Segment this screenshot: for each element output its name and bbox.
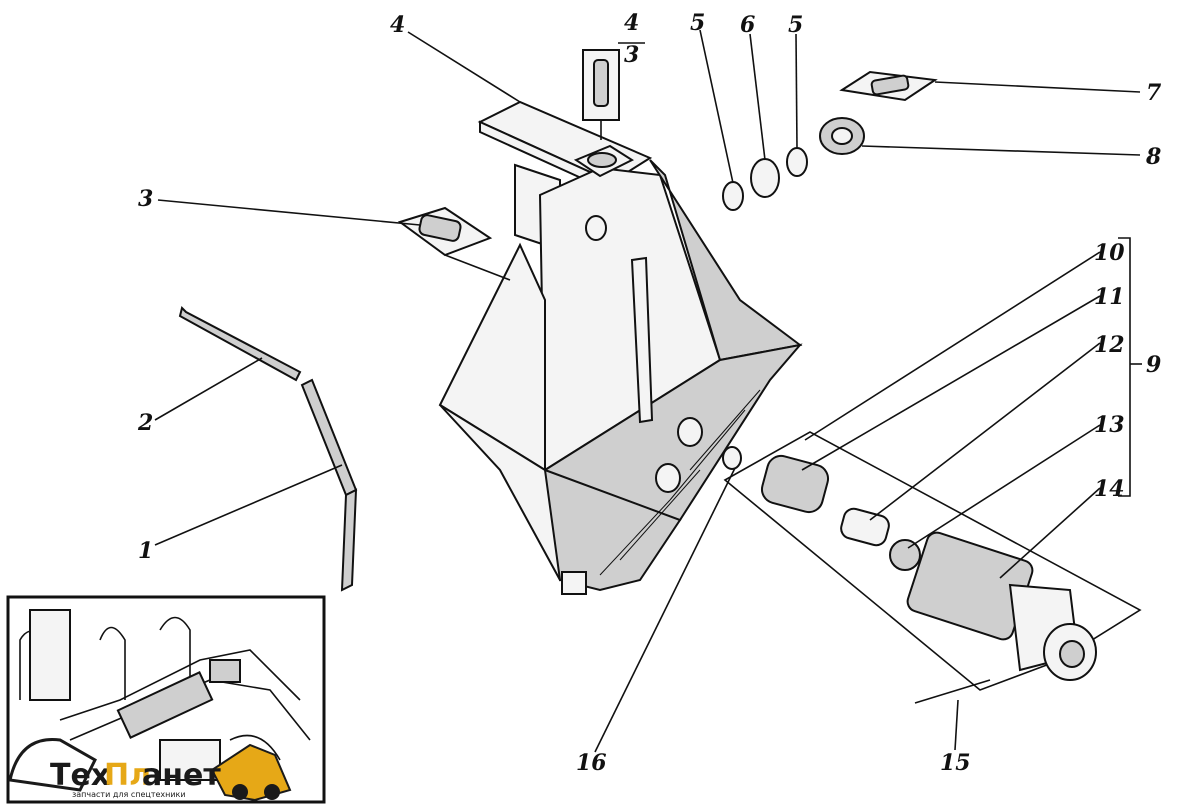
callout-15: 15 xyxy=(940,750,971,776)
callout-6: 6 xyxy=(740,12,755,38)
leader-lines xyxy=(154,29,1141,753)
callout-14: 14 xyxy=(1094,476,1125,502)
filter-valve-assembly xyxy=(722,431,1142,691)
watermark-brand-3: анет xyxy=(142,758,221,793)
callout-5b: 5 xyxy=(788,12,803,38)
callout-1: 1 xyxy=(138,538,153,564)
callout-labels: 1 2 3 4 4 3 5 6 5 7 8 9 10 11 12 13 14 1… xyxy=(137,10,1162,776)
watermark-brand-2: Пл xyxy=(104,758,151,793)
callout-13: 13 xyxy=(1094,412,1125,438)
seal-rings xyxy=(722,147,808,211)
flange-and-bolt xyxy=(819,70,938,155)
hydraulic-tank xyxy=(438,100,803,595)
stud-inset-4-3 xyxy=(582,49,620,140)
callout-12: 12 xyxy=(1094,332,1125,358)
watermark-tagline: запчасти для спецтехники xyxy=(72,790,186,799)
callout-4-3-bottom: 3 xyxy=(624,42,639,68)
stud-inset-3 xyxy=(397,206,511,281)
excavator-logo-icon xyxy=(8,738,292,802)
callout-9: 9 xyxy=(1146,352,1161,378)
callout-4: 4 xyxy=(390,12,405,38)
callout-10: 10 xyxy=(1094,240,1125,266)
callout-2: 2 xyxy=(137,410,153,436)
callout-11: 11 xyxy=(1094,284,1125,310)
callout-4-3-top: 4 xyxy=(624,10,639,36)
callout-16: 16 xyxy=(576,750,607,776)
gasket-strips xyxy=(178,306,358,592)
callout-5a: 5 xyxy=(690,10,705,36)
callout-3: 3 xyxy=(138,186,153,212)
techplanet-watermark: Тех Пл анет запчасти для спецтехники xyxy=(8,738,292,802)
watermark-brand-1: Тех xyxy=(50,758,110,793)
callout-7: 7 xyxy=(1146,80,1162,106)
callout-8: 8 xyxy=(1145,144,1161,170)
